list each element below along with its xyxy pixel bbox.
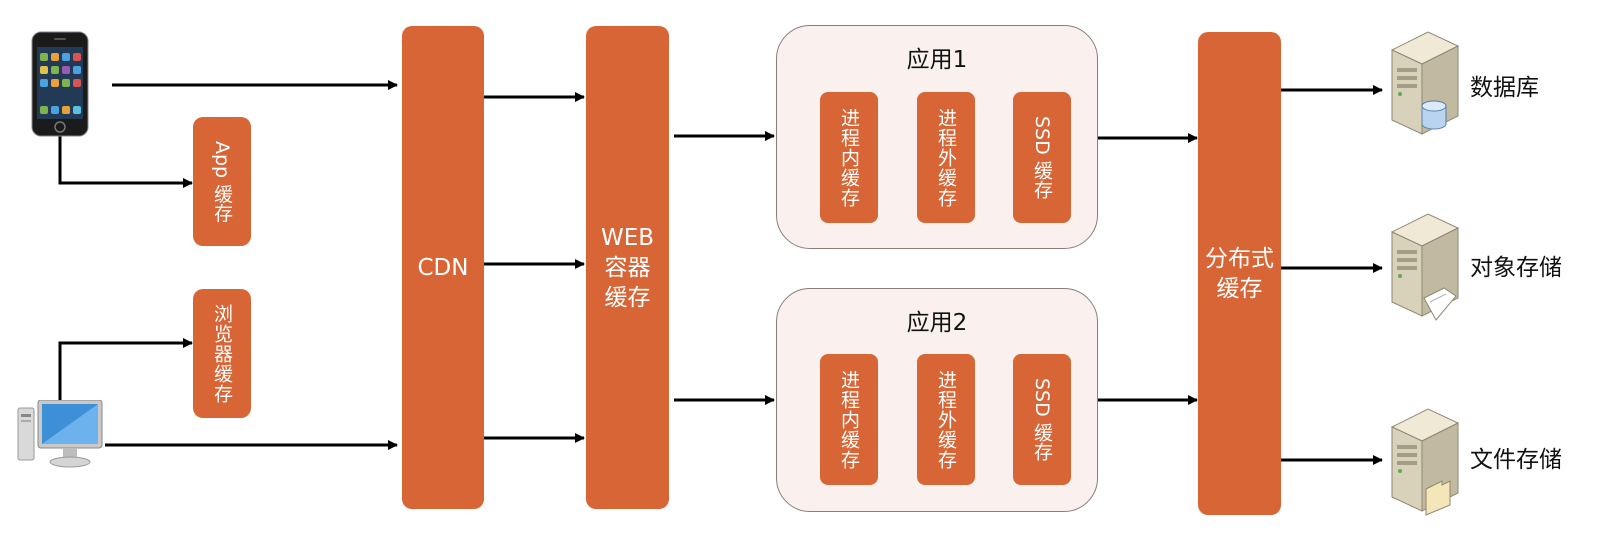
app-cache-box: App 缓存	[193, 117, 251, 246]
app2-out-process-label: 进程外缓存	[935, 369, 957, 470]
web-container-label-line2: 容器	[604, 254, 651, 281]
app2-in-process-label: 进程内缓存	[838, 369, 860, 470]
app2-ssd-cache: SSD 缓存	[1013, 354, 1071, 485]
cdn-box: CDN	[402, 26, 484, 509]
file-storage-label: 文件存储	[1470, 447, 1562, 473]
app1-group: 应用1 进程内缓存 进程外缓存 SSD 缓存	[776, 25, 1098, 249]
distributed-cache-label-line1: 分布式	[1205, 245, 1274, 272]
app2-title: 应用2	[906, 310, 968, 336]
web-container-label-line1: WEB	[600, 224, 655, 251]
file-storage-server-icon	[1384, 405, 1460, 517]
browser-cache-label: 浏览器缓存	[211, 303, 233, 404]
app1-ssd-cache: SSD 缓存	[1013, 92, 1071, 223]
object-storage-server-icon	[1384, 210, 1460, 324]
web-container-label-line3: 缓存	[604, 284, 651, 311]
database-label: 数据库	[1470, 75, 1539, 101]
app2-ssd-label: SSD 缓存	[1031, 378, 1053, 461]
distributed-cache-label-line2: 缓存	[1216, 275, 1263, 302]
app1-out-process-label: 进程外缓存	[935, 107, 957, 208]
app1-title: 应用1	[906, 47, 968, 73]
app2-group: 应用2 进程内缓存 进程外缓存 SSD 缓存	[776, 288, 1098, 512]
database-server-icon	[1384, 28, 1460, 136]
app1-in-process-label: 进程内缓存	[838, 107, 860, 208]
app2-out-process-cache: 进程外缓存	[917, 354, 975, 485]
browser-cache-box: 浏览器缓存	[193, 289, 251, 418]
desktop-computer-icon	[16, 399, 106, 470]
app1-out-process-cache: 进程外缓存	[917, 92, 975, 223]
app1-ssd-label: SSD 缓存	[1031, 116, 1053, 199]
arrow-phone-to-app-cache	[58, 136, 193, 188]
distributed-cache-box: 分布式 缓存	[1198, 32, 1281, 515]
app1-in-process-cache: 进程内缓存	[820, 92, 878, 223]
cdn-label: CDN	[417, 254, 469, 281]
mobile-phone-icon	[31, 31, 89, 137]
object-storage-label: 对象存储	[1470, 255, 1562, 281]
app-cache-label: App 缓存	[211, 140, 233, 223]
arrow-pc-to-browser-cache	[58, 338, 193, 400]
web-container-cache-box: WEB 容器 缓存	[586, 26, 669, 509]
app2-in-process-cache: 进程内缓存	[820, 354, 878, 485]
